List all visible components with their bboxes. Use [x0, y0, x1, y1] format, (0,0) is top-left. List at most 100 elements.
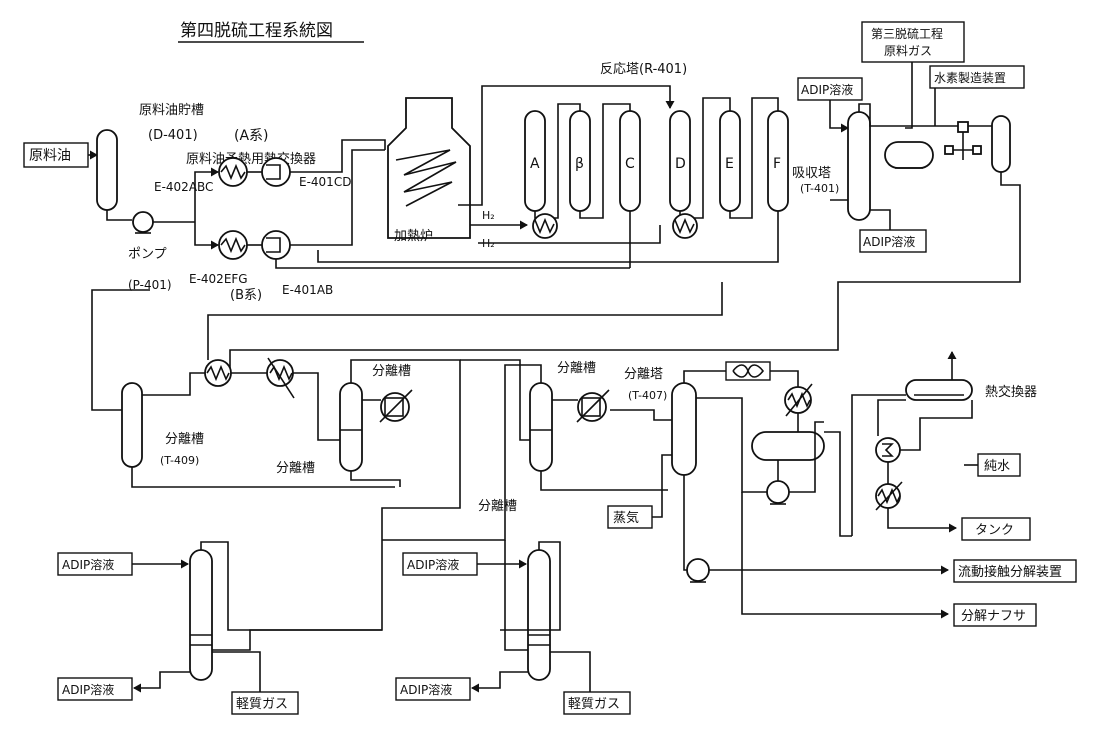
absorber-label: 吸収塔: [792, 166, 831, 181]
absorber-bottom-line: [870, 209, 891, 230]
fan-cooler-outlet: [770, 370, 799, 388]
third-feed-gas-box: [861, 21, 965, 63]
product-cooler: [875, 481, 903, 511]
light-gas-left-line: [212, 651, 261, 692]
separation-tower-label: 分離塔: [624, 367, 663, 382]
reactor-d-label: D: [675, 156, 686, 172]
exchanger-e402abc: [218, 157, 248, 187]
reactor-label: 反応塔(R-401): [600, 62, 687, 77]
lower-absorber-feed-left: [212, 629, 382, 651]
reflux-drum: [751, 431, 825, 461]
separator-3-overhead-line: [382, 364, 542, 541]
hydrogen-plant-box: [929, 65, 1025, 89]
e401ab-label: E-401AB: [282, 283, 333, 297]
adip-in-mid-label: ADIP溶液: [407, 557, 459, 572]
reactor-ab-link: [534, 103, 581, 219]
hydrogen-plant-label: 水素製造装置: [934, 71, 1006, 85]
pure-water-label: 純水: [984, 459, 1010, 474]
separator-1: [339, 382, 363, 472]
overhead-condenser: [784, 383, 813, 417]
exchanger-e401cd: [261, 157, 291, 187]
reactor-vessels: [524, 110, 789, 212]
reflux-pump: [766, 480, 790, 505]
light-gas-mid-box: [563, 691, 631, 715]
cracked-naphtha-line: [741, 492, 949, 619]
cooler-to-separator-line: [293, 372, 340, 441]
reactor-e-label: E: [725, 156, 734, 172]
e401cd-label: E-401CD: [299, 175, 351, 189]
third-feed-gas-line1: 第三脱硫工程: [871, 26, 943, 41]
preheat-exchanger-label: 原料油予熱用熱交換器: [186, 151, 316, 167]
exchanger-e401ab: [261, 230, 291, 260]
cracked-naphtha-label: 分解ナフサ: [961, 609, 1026, 624]
adip-out-mid-label: ADIP溶液: [400, 682, 452, 697]
separator-4-label: 分離槽: [478, 499, 517, 514]
heater-outlet-line: [458, 85, 675, 206]
adip-out-left-line: [133, 671, 190, 693]
adip-in-top-line: [829, 100, 849, 133]
feed-oil-label: 原料油: [29, 148, 71, 164]
separator-t409: [121, 382, 143, 468]
adip-out-top-label: ADIP溶液: [863, 234, 915, 249]
separator-t409-label: 分離槽: [165, 432, 204, 447]
bottoms-pump: [686, 558, 710, 583]
reactor-f-label: F: [773, 156, 781, 172]
hx-to-cooler-line: [877, 399, 906, 436]
split-line-b: [194, 222, 219, 250]
absorber-overhead-line: [858, 103, 1000, 127]
separation-tower-id: (T-407): [628, 389, 667, 402]
heater-furnace: [387, 97, 471, 239]
third-feed-gas-line2: 原料ガス: [884, 44, 932, 58]
knockout-drum: [884, 141, 934, 169]
adip-out-left-label: ADIP溶液: [62, 682, 114, 697]
light-gas-mid-line: [550, 651, 591, 692]
separator-t409-bottom: [131, 467, 395, 488]
pump-p401: [132, 211, 154, 234]
tank-label: タンク: [975, 523, 1014, 538]
interstage-cooler-2: [672, 213, 698, 239]
b-to-heater-line: [290, 149, 385, 246]
fcc-label: 流動接触分解装置: [958, 564, 1062, 580]
reactor-a-label: A: [530, 156, 540, 172]
light-naphtha-line: [789, 421, 824, 493]
adip-out-left-box: [57, 677, 133, 701]
reactor-b-label: β: [575, 156, 584, 172]
steam-line: [652, 454, 672, 518]
separator-3-label: 分離槽: [557, 361, 596, 376]
hx-feed-line: [851, 394, 906, 536]
recycle-compressor: [944, 121, 982, 160]
b-system-label: (B系): [230, 288, 262, 303]
cooler-return-line: [900, 400, 973, 451]
adip-absorber-mid: [527, 549, 551, 681]
effluent-exchanger: [204, 359, 232, 387]
feed-tank-label: 原料油貯槽: [139, 103, 204, 118]
effluent-to-exchanger-line: [207, 282, 723, 360]
drum-vent-line: [824, 431, 852, 537]
e402abc-label: E-402ABC: [154, 180, 213, 194]
reflux-line: [696, 397, 767, 493]
reactor-c-label: C: [625, 156, 635, 172]
tower-bottoms-line: [683, 475, 687, 571]
e402efg-label: E-402EFG: [189, 272, 248, 286]
third-feed-gas-line: [905, 62, 913, 129]
adip-mid-overhead: [500, 541, 561, 631]
split-line-a: [194, 167, 219, 222]
absorber-t401: [847, 111, 871, 221]
h2-upper-label: H₂: [482, 209, 495, 222]
separator-3-bottom-line: [540, 471, 668, 491]
pump-label: ポンプ: [128, 247, 167, 262]
reactor-ef-link: [729, 97, 779, 219]
p401-label: (P-401): [128, 278, 172, 292]
adip-out-top-box: [859, 229, 927, 253]
adip-left-overhead: [200, 541, 250, 631]
heater-label: 加熱炉: [394, 229, 433, 244]
separator-1-bottom-line: [350, 471, 401, 487]
tank-box: [961, 517, 1031, 541]
cracked-naphtha-box: [953, 603, 1037, 627]
feed-tank-id: (D-401): [148, 128, 198, 143]
recycle-gas-drum: [991, 115, 1011, 173]
steam-label: 蒸気: [613, 510, 639, 526]
heat-exchanger-label: 熱交換器: [985, 384, 1037, 400]
separator-3: [529, 382, 553, 472]
